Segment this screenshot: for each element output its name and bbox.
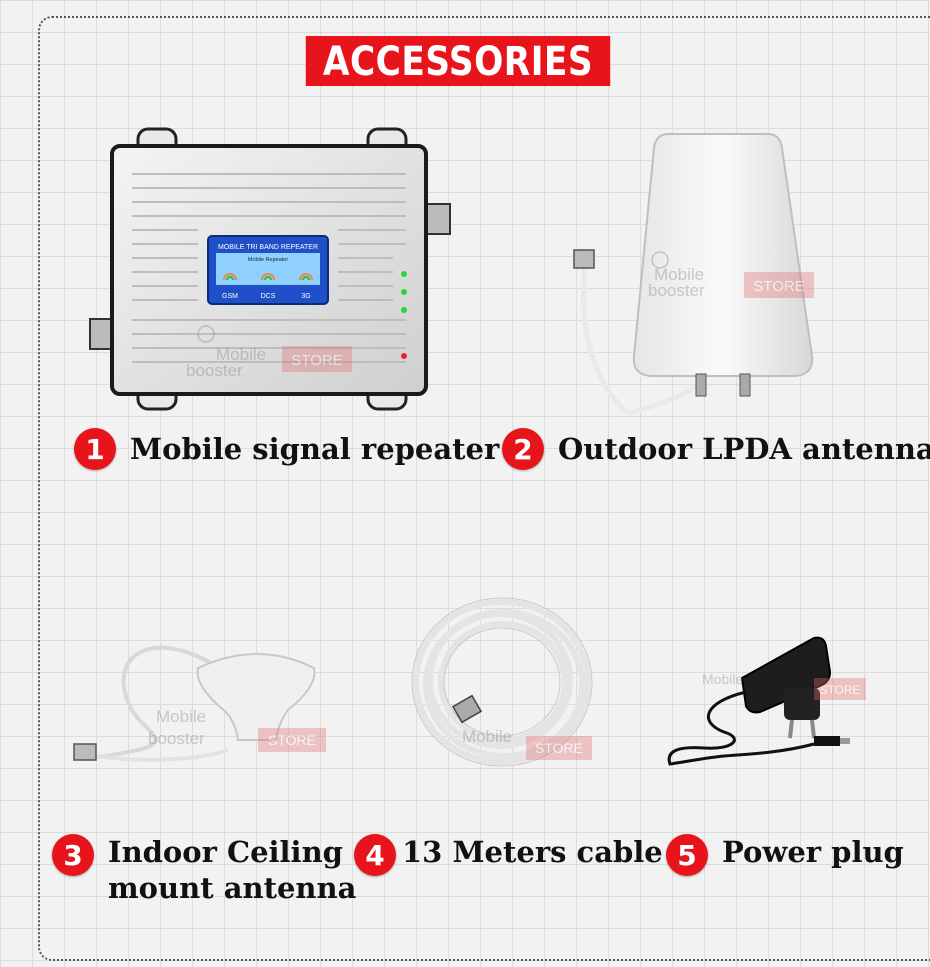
watermark-brand-2: booster bbox=[186, 361, 243, 380]
cable-coil-image: Mobile STORE bbox=[411, 597, 593, 767]
caption-lpda-antenna: 2 Outdoor LPDA antenna bbox=[502, 428, 930, 470]
repeater-panel-title: MOBILE TRI BAND REPEATER bbox=[218, 244, 318, 251]
watermark-brand: Mobile bbox=[156, 707, 206, 726]
number-badge: 2 bbox=[502, 428, 544, 470]
band-label-3g: 3G bbox=[301, 293, 310, 300]
caption-label: Outdoor LPDA antenna bbox=[558, 432, 930, 466]
number-badge: 4 bbox=[354, 834, 396, 876]
watermark-brand: Mobile bbox=[216, 345, 266, 364]
accessories-banner: ACCESSORIES bbox=[305, 36, 611, 86]
caption-power-plug: 5 Power plug bbox=[666, 834, 904, 876]
watermark-brand-2: booster bbox=[148, 729, 205, 748]
watermark-brand-2: booster bbox=[648, 281, 705, 300]
number-badge: 3 bbox=[52, 834, 94, 876]
caption-label: Mobile signal repeater bbox=[130, 432, 500, 466]
power-plug-image: Mobile STORE bbox=[667, 636, 866, 766]
band-label-dcs: DCS bbox=[261, 293, 276, 300]
caption-repeater: 1 Mobile signal repeater bbox=[74, 428, 499, 470]
watermark-brand: Mobile bbox=[654, 265, 704, 284]
watermark-store: STORE bbox=[753, 278, 804, 295]
ceiling-antenna-image: Mobile booster STORE bbox=[73, 645, 326, 762]
caption-label: 13 Meters cable bbox=[402, 835, 663, 869]
watermark-store: STORE bbox=[291, 352, 342, 369]
watermark: Mobile booster STORE bbox=[186, 325, 352, 380]
number-badge: 1 bbox=[74, 428, 116, 470]
watermark-brand: Mobile bbox=[702, 671, 743, 687]
lpda-antenna-image: Mobile booster STORE bbox=[573, 133, 814, 416]
watermark-brand: Mobile bbox=[462, 727, 512, 746]
caption-label-line1: Indoor Ceiling bbox=[108, 835, 343, 869]
band-label-gsm: GSM bbox=[222, 293, 238, 300]
repeater-image: MOBILE TRI BAND REPEATER Mobile Repeater… bbox=[89, 127, 451, 411]
caption-label: Power plug bbox=[722, 835, 904, 869]
caption-ceiling-antenna: 3 Indoor Ceiling mount antenna bbox=[52, 834, 356, 906]
page-frame bbox=[38, 16, 930, 961]
watermark-store: STORE bbox=[535, 740, 583, 756]
watermark-store: STORE bbox=[819, 683, 860, 697]
number-badge: 5 bbox=[666, 834, 708, 876]
caption-label-line2: mount antenna bbox=[108, 871, 357, 905]
watermark-store: STORE bbox=[268, 732, 316, 748]
caption-cable: 4 13 Meters cable bbox=[354, 834, 663, 876]
repeater-panel-subtitle: Mobile Repeater bbox=[248, 257, 289, 263]
